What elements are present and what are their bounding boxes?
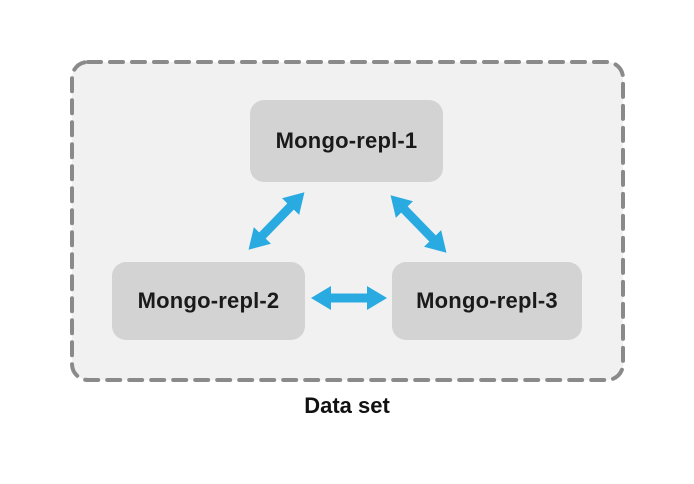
node-label: Mongo-repl-1 [275, 128, 418, 153]
node-mongo-repl-2: Mongo-repl-2 [112, 262, 305, 340]
diagram-caption: Data set [304, 393, 390, 418]
node-label: Mongo-repl-2 [137, 288, 280, 313]
edge-repl1-repl2 [248, 192, 305, 250]
node-label: Mongo-repl-3 [416, 288, 558, 313]
edge-repl1-repl3 [390, 195, 447, 253]
node-mongo-repl-3: Mongo-repl-3 [392, 262, 582, 340]
node-mongo-repl-1: Mongo-repl-1 [250, 100, 443, 182]
